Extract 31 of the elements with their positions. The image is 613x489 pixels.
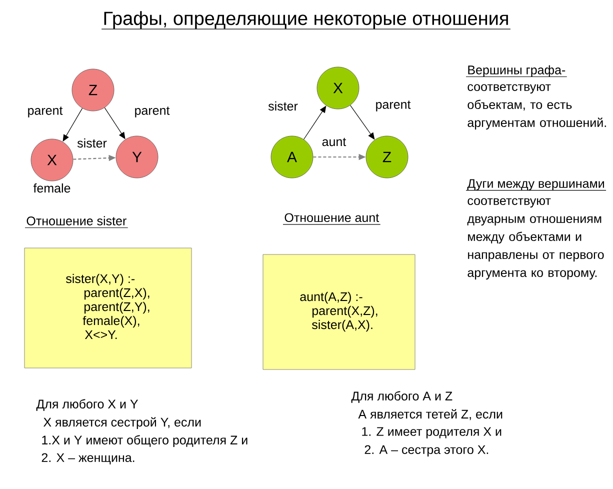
arrow — [303, 106, 326, 140]
code-box: sister(X,Y) :- parent(Z,X), parent(Z,Y), female(X), X<>Y. — [24, 248, 192, 368]
title: Графы, определяющие некоторые отношения — [101, 11, 511, 30]
circle-node: Y — [116, 136, 158, 178]
text-line: A является тетей Z, если — [358, 409, 502, 420]
underlined-heading: Отношение sister — [24, 216, 128, 228]
edge-label: parent — [133, 106, 171, 118]
text-line: X является сестрой Y, если — [44, 417, 201, 430]
text-line: Для любого X и Y — [36, 399, 138, 411]
node-caption: female — [33, 183, 70, 193]
edge-label: sister — [267, 100, 299, 112]
edge-label: parent — [374, 100, 412, 112]
text-line: 1. Z имеет родителя X и — [362, 427, 502, 438]
text-line: Для любого A и Z — [351, 391, 452, 403]
edge-label: sister — [76, 137, 108, 149]
circle-node: A — [270, 136, 314, 178]
underlined-heading: Дуги между вершинами — [466, 179, 606, 191]
circle-node: Z — [366, 136, 408, 178]
text-line: 2. X – женщина. — [42, 453, 134, 464]
circle-node: Z — [72, 68, 114, 112]
edge-label: parent — [26, 106, 64, 118]
text-line: 2. A – сестра этого X. — [364, 445, 488, 456]
underlined-heading: Отношение aunt — [282, 213, 381, 225]
circle-node: X — [30, 138, 74, 182]
underlined-heading: Вершины графа- — [466, 65, 568, 78]
code-box: aunt(A,Z) :- parent(X,Z), sister(A,X). — [262, 254, 416, 370]
text-line: 1.X и Y имеют общего родителя Z и — [42, 435, 248, 447]
edge-label: aunt — [320, 136, 348, 148]
paragraph: соответствуют двуарным отношениям между объектами и направлены от первого аргумента ко второму. — [467, 198, 604, 280]
circle-node: X — [316, 66, 360, 110]
paragraph: соответствуют объектам, то есть аргументам отношений. — [468, 84, 606, 130]
